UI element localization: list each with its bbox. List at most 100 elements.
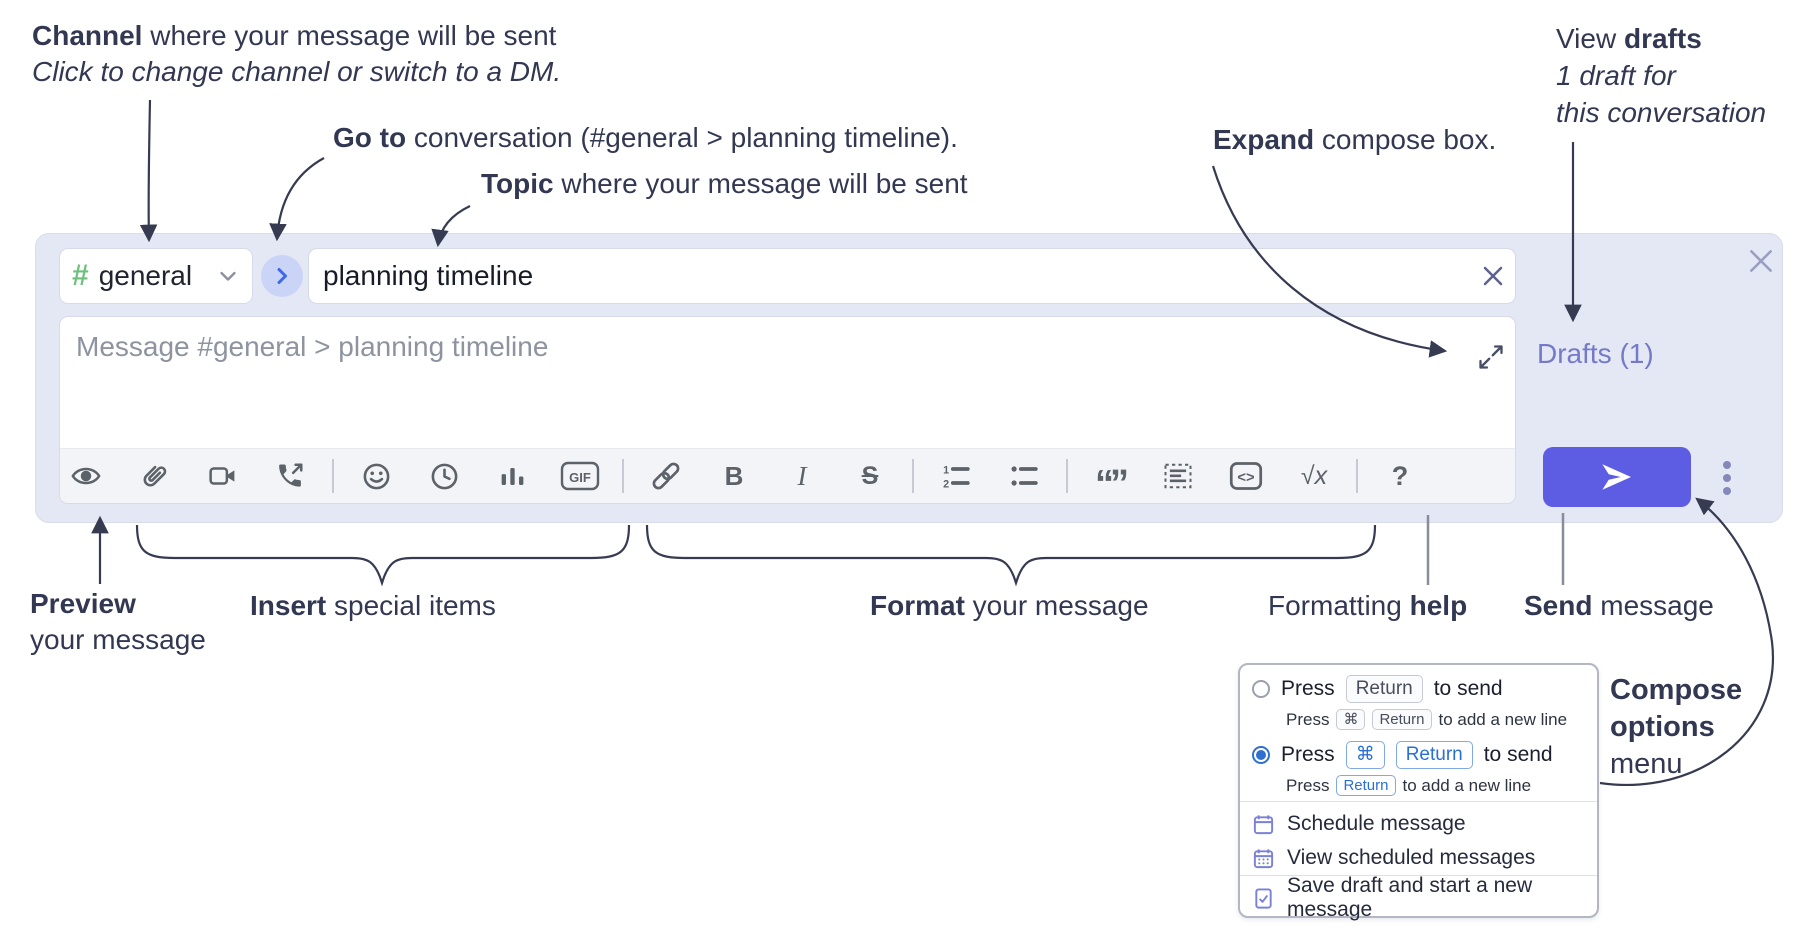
toolbar-divider [622, 459, 624, 493]
annotation-preview: Preview your message [30, 588, 206, 655]
menu-item-schedule-message[interactable]: Schedule message [1252, 809, 1589, 839]
send-button[interactable] [1543, 447, 1691, 507]
smiley-icon [361, 461, 392, 492]
go-to-conversation-button[interactable] [261, 255, 303, 297]
return-key: Return [1345, 675, 1423, 703]
toolbar-divider [1066, 459, 1068, 493]
gif-button[interactable]: GIF [554, 455, 606, 497]
chevron-right-icon [270, 264, 294, 288]
radio-selected-icon[interactable] [1252, 746, 1270, 764]
annotation-insert: Insert special items [250, 590, 496, 621]
svg-text:2: 2 [943, 478, 949, 490]
math-button[interactable]: √x [1288, 455, 1340, 497]
bold-button[interactable]: B [708, 455, 760, 497]
math-sqrt-icon: √x [1300, 461, 1328, 490]
topic-input[interactable] [309, 260, 1471, 292]
option-enter-to-send[interactable]: Press Return to send [1252, 675, 1589, 703]
message-formatting-help-button[interactable]: ? [1374, 455, 1426, 497]
topic-input-box [308, 248, 1516, 304]
voice-call-button[interactable] [264, 455, 316, 497]
annotation-format: Format your message [870, 590, 1149, 621]
expand-compose-button[interactable] [1475, 341, 1507, 373]
popup-divider [1240, 801, 1597, 802]
emoji-button[interactable] [350, 455, 402, 497]
popup-divider [1240, 875, 1597, 876]
channel-selector[interactable]: # general [59, 248, 253, 304]
option-enter-to-send-sub: Press ⌘ Return to add a new line [1286, 709, 1568, 730]
schedule-time-button[interactable] [418, 455, 470, 497]
paperclip-icon [139, 461, 170, 492]
annotation-expand: Expand compose box. [1213, 124, 1497, 155]
toolbar-divider [332, 459, 334, 493]
spoiler-icon [1163, 461, 1193, 491]
brace-insert [135, 524, 631, 587]
code-button[interactable]: <> [1220, 455, 1272, 497]
close-icon [1746, 246, 1776, 276]
compose-box: # general [35, 233, 1783, 523]
return-key: Return [1372, 709, 1432, 730]
annotation-formatting-help: Formatting help [1268, 590, 1468, 621]
clear-topic-button[interactable] [1471, 254, 1515, 298]
view-scheduled-calendar-icon [1252, 847, 1275, 870]
brace-format [645, 524, 1377, 587]
quote-icon: “” [1095, 463, 1129, 504]
link-button[interactable] [640, 455, 692, 497]
menu-item-save-draft[interactable]: Save draft and start a new message [1252, 874, 1589, 921]
eye-icon [69, 461, 103, 491]
expand-diagonal-icon [1477, 343, 1505, 371]
channel-hash-icon: # [72, 259, 89, 292]
return-key: Return [1395, 741, 1473, 769]
message-input[interactable] [60, 317, 1515, 447]
quote-button[interactable]: “” [1084, 455, 1136, 504]
arrow-channel [139, 99, 158, 243]
strikethrough-icon: S [861, 461, 879, 490]
annotation-send: Send message [1524, 590, 1714, 621]
bulleted-list-button[interactable] [998, 455, 1050, 497]
clear-x-icon [1480, 263, 1506, 289]
chevron-down-icon [216, 264, 240, 288]
menu-item-view-scheduled[interactable]: View scheduled messages [1252, 843, 1589, 873]
preview-button[interactable] [60, 455, 112, 497]
drafts-link[interactable]: Drafts (1) [1537, 338, 1654, 369]
send-paper-plane-icon [1601, 463, 1633, 491]
video-call-button[interactable] [196, 455, 248, 497]
phone-outgoing-icon [275, 461, 305, 491]
clock-icon [429, 461, 460, 492]
radio-unselected-icon[interactable] [1252, 680, 1270, 698]
annotation-topic: Topic where your message will be sent [481, 168, 968, 199]
channel-name: general [98, 260, 193, 291]
attach-file-button[interactable] [128, 455, 180, 497]
compose-options-popup: Press Return to send Press ⌘ Return to a… [1238, 663, 1599, 921]
annotation-goto: Go to conversation (#general > planning … [333, 122, 958, 153]
schedule-calendar-icon [1252, 813, 1275, 836]
arrow-goto [269, 157, 325, 242]
link-icon [650, 460, 682, 492]
spoiler-button[interactable] [1152, 455, 1204, 497]
bar-chart-icon [498, 462, 527, 491]
toolbar-divider [912, 459, 914, 493]
annotation-channel: Channel where your message will be sent … [32, 20, 562, 87]
svg-text:1: 1 [943, 464, 949, 476]
message-compose-area: GIF B I S 12 “” <> √x ? [59, 316, 1516, 504]
close-compose-button[interactable] [1745, 245, 1777, 277]
annotation-compose-options: Compose options menu [1610, 674, 1743, 780]
strikethrough-button[interactable]: S [844, 455, 896, 497]
cmd-key: ⌘ [1345, 741, 1385, 769]
italic-button[interactable]: I [776, 455, 828, 497]
bold-icon: B [724, 460, 744, 491]
return-key: Return [1336, 775, 1396, 796]
vertical-ellipsis-icon [1723, 461, 1731, 495]
option-cmd-enter-to-send[interactable]: Press ⌘ Return to send [1252, 741, 1589, 769]
video-camera-icon [206, 461, 239, 491]
poll-button[interactable] [486, 455, 538, 497]
gif-icon: GIF [560, 460, 600, 492]
compose-options-menu-button[interactable] [1711, 450, 1743, 506]
option-cmd-enter-to-send-sub: Press Return to add a new line [1286, 775, 1532, 796]
question-mark-icon: ? [1391, 460, 1409, 491]
bulleted-list-icon [1010, 462, 1038, 490]
cmd-key: ⌘ [1336, 709, 1366, 730]
